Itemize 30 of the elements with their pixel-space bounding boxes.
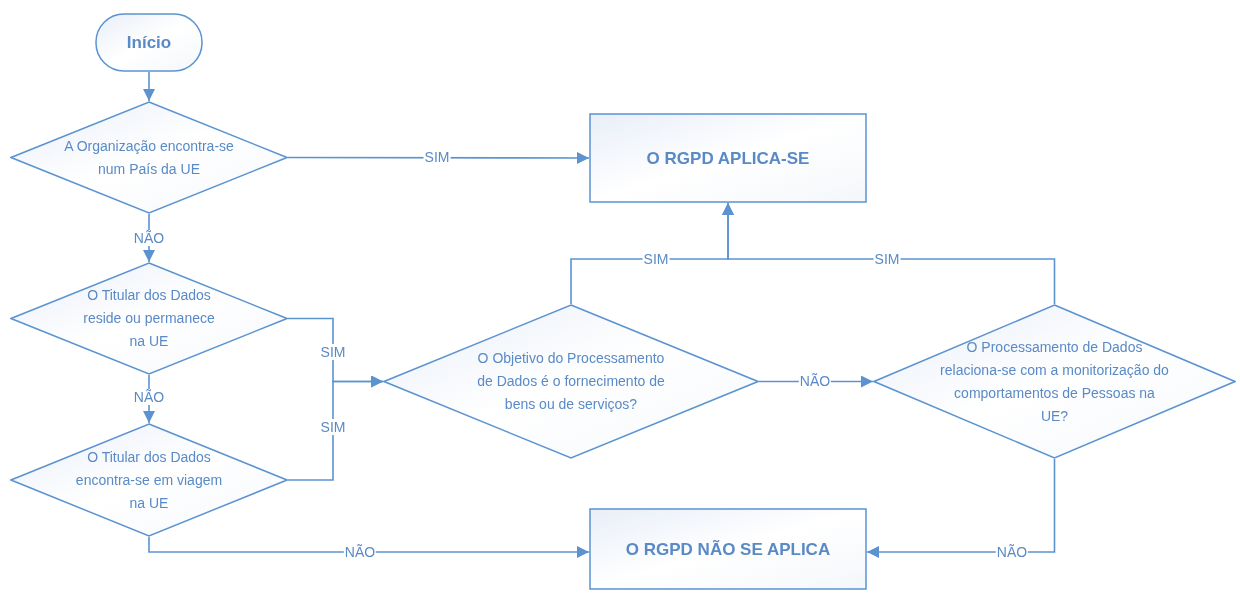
- edge-label: NÃO: [132, 230, 166, 246]
- process-box: [589, 113, 867, 203]
- edge-label: SIM: [319, 344, 347, 360]
- edge-label: NÃO: [343, 544, 377, 560]
- decision-diamond: [10, 101, 288, 214]
- node-text: O Titular dos Dados encontra-se em viagem na UE: [74, 447, 224, 513]
- edge-label: NÃO: [132, 389, 166, 405]
- edge-label: SIM: [423, 149, 451, 165]
- connector-arrow: [287, 152, 590, 164]
- node-text: A Organização encontra-se num País da UE: [63, 136, 235, 179]
- edge-label: NÃO: [798, 373, 832, 389]
- decision-diamond: [10, 423, 288, 537]
- node-text: O RGPD NÃO SE APLICA: [625, 538, 831, 561]
- decision-diamond: [383, 304, 759, 459]
- decision-diamond: [873, 304, 1236, 459]
- node-text: O Processamento de Dados relaciona-se com a monitorização do comportamentos de Pessoas na UE?: [939, 337, 1170, 426]
- node-text: Início: [126, 32, 172, 54]
- connector-arrow: [148, 536, 590, 558]
- node-text: O Titular dos Dados reside ou permanece na UE: [82, 286, 216, 351]
- edge-label: SIM: [319, 419, 347, 435]
- process-box: [589, 508, 867, 590]
- node-text: O Objetivo do Processamento de Dados é o fornecimento de bens ou de serviços?: [476, 349, 666, 414]
- connector-arrow: [143, 71, 155, 102]
- edge-label: SIM: [642, 251, 670, 267]
- edge-label: NÃO: [995, 544, 1029, 560]
- edge-label: SIM: [873, 251, 901, 267]
- connector-arrow: [722, 202, 1056, 305]
- connector-arrow: [287, 375, 384, 481]
- decision-diamond: [10, 262, 288, 375]
- node-text: O RGPD APLICA-SE: [646, 147, 810, 170]
